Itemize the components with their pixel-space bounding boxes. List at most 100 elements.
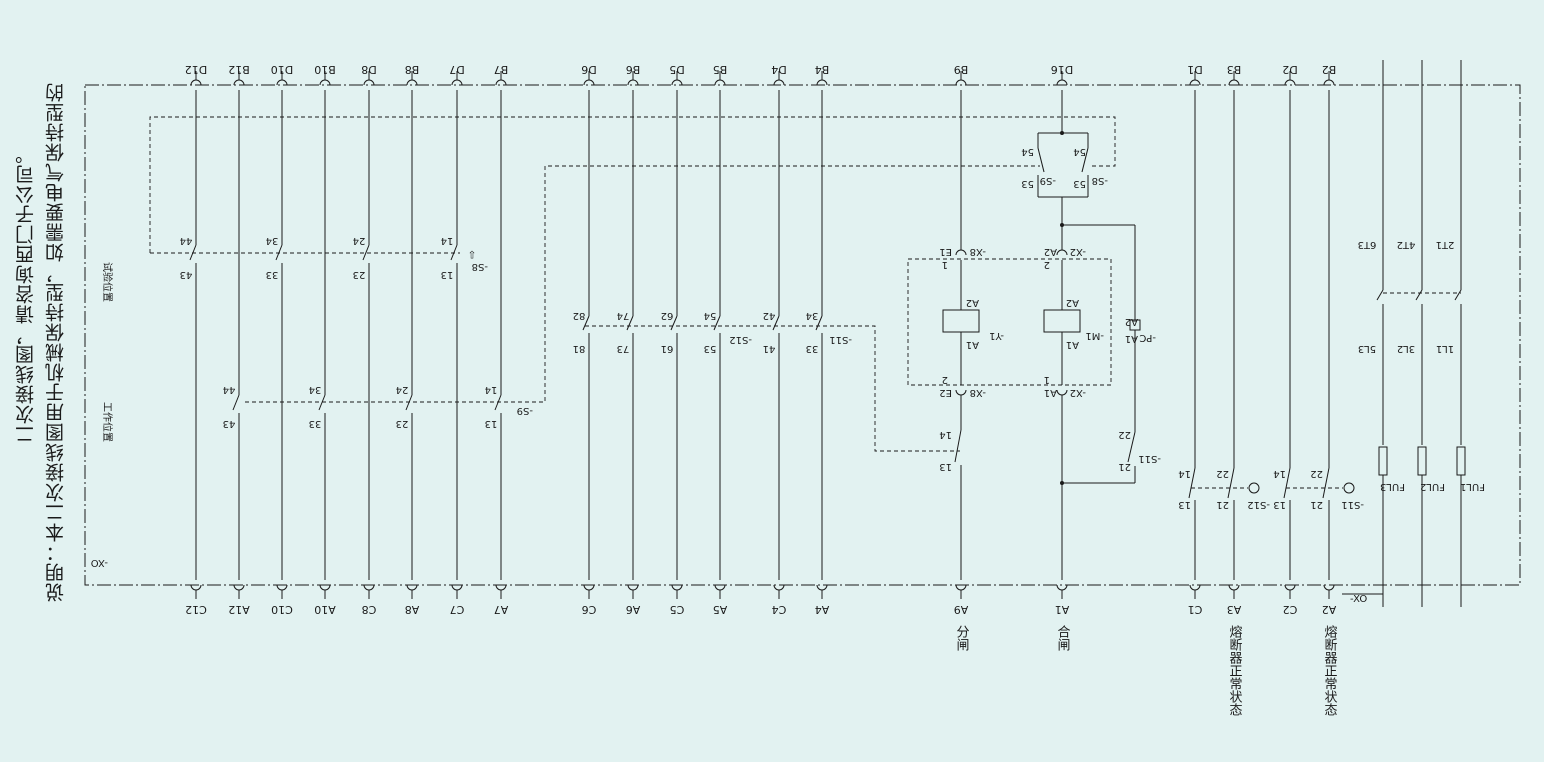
- terminal-bottom: [319, 584, 331, 591]
- coil-m1-label: -M1: [1085, 330, 1104, 341]
- s9-contact-bottom: 43: [223, 418, 236, 429]
- s11-blade: [1127, 431, 1136, 463]
- m1-pin-a1: A1: [1044, 387, 1057, 398]
- m1-a2: A2: [1066, 297, 1079, 308]
- s12-contact-top: 62: [661, 310, 674, 321]
- phase-label-top: 2T1: [1436, 239, 1455, 250]
- s12-contact-top: 42: [763, 310, 776, 321]
- s12-contact-bottom: 41: [763, 343, 776, 354]
- s12-contact-bottom: 81: [573, 343, 586, 354]
- terminal-bottom: [190, 584, 202, 591]
- aux-s8-54: 54: [1073, 146, 1086, 157]
- x2-top-label: -X2: [1070, 246, 1086, 257]
- y1-pin-1: 1: [942, 259, 948, 270]
- terminal-bottom: [495, 584, 507, 591]
- position-label-work: 工作位置: [101, 402, 114, 442]
- terminal-top: [1056, 79, 1068, 86]
- terminal-top-label: B9: [954, 63, 969, 76]
- x2-bottom-label: -X2: [1070, 387, 1086, 398]
- terminal-top: [1228, 79, 1240, 86]
- terminal-top-label: D16: [1051, 63, 1073, 76]
- y-contact-14: 14: [939, 429, 952, 440]
- terminal-bottom-label: A6: [626, 603, 641, 616]
- s8-contact-top: 14: [441, 235, 454, 246]
- terminal-top: [319, 79, 331, 86]
- terminal-bottom-label: A12: [228, 603, 250, 616]
- s9-contact-blade: [318, 394, 326, 411]
- terminal-bottom-label: A2: [1322, 603, 1337, 616]
- terminal-top-label: D7: [449, 63, 464, 76]
- y1-a1: A1: [966, 339, 979, 350]
- terminal-bottom-label: C4: [772, 603, 787, 616]
- s11-nc-blade: [1283, 467, 1291, 499]
- s9-contact-bottom: 33: [309, 418, 322, 429]
- terminal-top: [406, 79, 418, 86]
- fuse-FUL3: [1378, 446, 1388, 476]
- m1-a1: A1: [1066, 339, 1079, 350]
- terminal-bottom: [451, 584, 463, 591]
- s11-no-blade: [1322, 467, 1330, 499]
- s12-contact-bottom: 53: [704, 343, 717, 354]
- phase-breaker: [1376, 289, 1384, 301]
- terminal-top-label: B6: [626, 63, 641, 76]
- s12-21: 21: [1216, 499, 1229, 510]
- phase-breaker: [1415, 289, 1423, 301]
- s9-link-route: [245, 165, 1040, 403]
- terminal-top: [1284, 79, 1296, 86]
- terminal-top-label: B8: [405, 63, 420, 76]
- diagram-border: [84, 84, 1521, 586]
- s9-aux-blade: [1037, 147, 1045, 173]
- terminal-top: [276, 79, 288, 86]
- s12-actuator: [1248, 482, 1260, 494]
- y-aux-contact-blade: [954, 429, 962, 463]
- terminal-top: [583, 79, 595, 86]
- terminal-top-label: B3: [1227, 63, 1242, 76]
- s12-14: 14: [1178, 468, 1191, 479]
- s12-contact-blade: [670, 315, 678, 331]
- s11-actuator: [1343, 482, 1355, 494]
- pc-a1: A1: [1125, 333, 1138, 344]
- s11-22: 22: [1310, 468, 1323, 479]
- s12-13: 13: [1178, 499, 1191, 510]
- terminal-top: [671, 79, 683, 86]
- caption-open: 分闸: [954, 625, 970, 652]
- terminal-bottom: [955, 584, 967, 591]
- terminal-bottom: [233, 584, 245, 591]
- terminal-bottom: [583, 584, 595, 591]
- s12-contact-top: 34: [806, 310, 819, 321]
- pc-label: -PC: [1139, 332, 1156, 343]
- s8-aux-blade: [1081, 147, 1089, 173]
- s9-contact-top: 14: [485, 384, 498, 395]
- terminal-bottom-label: C6: [582, 603, 597, 616]
- s8-link-route: [149, 116, 1116, 253]
- terminal-top-label: D12: [185, 63, 207, 76]
- terminal-top: [955, 79, 967, 86]
- s12-contact-bottom: 73: [617, 343, 630, 354]
- terminal-bottom: [276, 584, 288, 591]
- coil-y1-label: -Y1: [989, 330, 1004, 341]
- s9-contact-top: 44: [223, 384, 236, 395]
- s8-contact-bottom: 13: [441, 269, 454, 280]
- terminal-bottom-label: C5: [670, 603, 685, 616]
- terminal-top-label: D5: [669, 63, 684, 76]
- s9-contact-blade: [405, 394, 413, 411]
- terminal-top: [1323, 79, 1335, 86]
- terminal-bottom: [1228, 584, 1240, 591]
- m-contact-21: 21: [1118, 461, 1131, 472]
- s8-contact-top: 44: [180, 235, 193, 246]
- terminal-top-label: D2: [1282, 63, 1297, 76]
- s12-contact-blade: [626, 315, 634, 331]
- terminal-top: [495, 79, 507, 86]
- strip-label: -XO: [91, 557, 108, 568]
- terminal-top-label: D10: [271, 63, 293, 76]
- x8-bottom-label: -X8: [970, 387, 986, 398]
- coil-m1: [1043, 309, 1081, 333]
- fuse-s12-label: -S12: [1247, 499, 1270, 510]
- s9-contact-bottom: 23: [396, 418, 409, 429]
- terminal-top-label: D1: [1187, 63, 1202, 76]
- fuse-s11-label: -S11: [1341, 499, 1364, 510]
- s8-contact-bottom: 33: [266, 269, 279, 280]
- terminal-bottom-label: C8: [362, 603, 377, 616]
- terminal-top: [233, 79, 245, 86]
